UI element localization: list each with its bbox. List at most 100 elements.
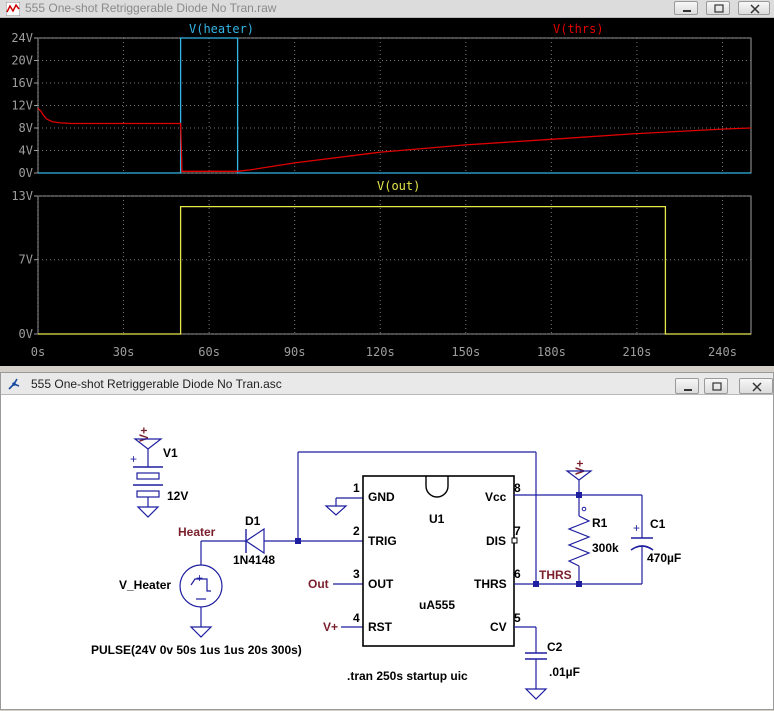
schematic-restore-button[interactable] [704,378,728,394]
pin-2-number: 2 [353,524,360,538]
pin-1-number: 1 [353,481,360,495]
restore-button[interactable] [706,1,730,15]
y-tick-label: 0V [19,327,33,341]
ground-icon [136,506,160,518]
pin-gnd-label: GND [368,490,395,504]
net-label-vplus-rst[interactable]: V+ [323,620,338,634]
v1-name: V1 [163,446,178,460]
x-tick-label: 180s [537,345,566,359]
x-tick-label: 150s [451,345,480,359]
c1-name: C1 [650,517,666,531]
trace-vheater[interactable] [38,37,751,174]
y-tick-label: 7V [19,253,33,267]
c1-capacitor[interactable]: + C1 470µF [630,495,681,584]
v-heater-pulse: PULSE(24V 0v 50s 1us 1us 20s 300s) [91,643,302,657]
pin-5-number: 5 [514,611,521,625]
schematic-close-button[interactable] [739,378,773,394]
pin-out-label: OUT [368,577,394,591]
bottom-pane-traces [38,205,751,335]
pin-3-number: 3 [353,567,360,581]
pin-7-number: 7 [514,524,521,538]
waveform-app-icon [6,2,20,16]
bottom-pane-frame [37,195,752,335]
y-tick-label: 20V [11,54,33,68]
r1-name: R1 [592,516,608,530]
v1-source[interactable]: V+ + V1 12V [130,427,188,518]
waveform-title-bar[interactable]: 555 One-shot Retriggerable Diode No Tran… [0,0,774,18]
top-pane-grid [37,37,751,174]
ground-icon [324,505,348,516]
r1-supply-flag: V+ [573,460,587,475]
pin-8-number: 8 [514,481,521,495]
y-tick-label: 4V [19,144,33,158]
schematic-minimize-button[interactable] [675,378,699,394]
r1-value: 300k [592,541,619,555]
restore-icon [712,382,722,391]
svg-text:+: + [633,521,640,535]
close-icon [750,4,760,14]
x-tick-label: 240s [708,345,737,359]
pin-trig-label: TRIG [368,534,397,548]
x-tick-label: 0s [31,345,45,359]
d1-name: D1 [245,514,261,528]
svg-text:+: + [196,571,203,585]
ground-icon [189,626,213,638]
y-tick-label: 16V [11,76,33,90]
v-heater-source[interactable]: + V_Heater PULSE(24V 0v 50s 1us 1us 20s … [91,541,302,657]
net-label-thrs[interactable]: THRS [539,568,572,582]
net-label-out[interactable]: Out [308,577,329,591]
spice-directive[interactable]: .tran 250s startup uic [347,669,468,683]
x-tick-label: 120s [366,345,395,359]
trace-label-vheater[interactable]: V(heater) [189,22,254,36]
y-tick-label: 8V [19,121,33,135]
x-tick-label: 60s [198,345,220,359]
junction-dot [533,581,539,587]
c1-value: 470µF [647,551,681,565]
close-icon [752,382,762,392]
u1-model: uA555 [419,598,455,612]
close-button[interactable] [738,1,770,15]
x-axis-ticks: 0s 30s 60s 90s 120s 150s 180s 210s 240s [31,345,737,359]
pin-vcc-label: Vcc [485,490,507,504]
schematic-window-title: 555 One-shot Retriggerable Diode No Tran… [31,377,282,391]
x-tick-label: 210s [622,345,651,359]
schematic-canvas[interactable]: V+ + V1 12V Heater D1 1N4148 [1,395,773,711]
pin-thrs-label: THRS [474,577,507,591]
dis-pin-open [511,537,518,544]
pin-4-number: 4 [353,611,360,625]
minimize-icon [683,10,691,12]
trace-vthrs[interactable] [37,107,752,172]
minimize-icon [684,389,692,391]
restore-icon [714,4,724,13]
y-tick-label: 12V [11,99,33,113]
pin-dis-label: DIS [486,534,506,548]
x-tick-label: 90s [284,345,306,359]
v1-supply-flag: V+ [137,427,151,442]
trace-label-vout[interactable]: V(out) [377,179,420,193]
c2-value: .01µF [549,665,580,679]
waveform-window: 555 One-shot Retriggerable Diode No Tran… [0,0,774,366]
c2-name: C2 [547,640,563,654]
schematic-app-icon [8,378,20,390]
pin-rst-label: RST [368,620,393,634]
trace-label-vthrs[interactable]: V(thrs) [553,22,604,36]
u1-555-timer[interactable]: U1 uA555 1 GND 2 TRIG 3 OUT 4 RST 8 Vcc … [353,475,521,647]
net-label-heater[interactable]: Heater [178,525,216,539]
d1-model: 1N4148 [233,553,275,567]
svg-text:+: + [130,452,137,466]
trace-vout[interactable] [38,205,751,335]
u1-name: U1 [429,512,445,526]
waveform-window-title: 555 One-shot Retriggerable Diode No Tran… [25,1,277,15]
c2-capacitor[interactable]: C2 .01µF [524,627,580,700]
y-tick-label: 0V [19,166,33,180]
ground-icon [524,688,548,700]
r1-resistor[interactable]: R1 300k [567,495,619,584]
schematic-title-bar[interactable]: 555 One-shot Retriggerable Diode No Tran… [1,373,773,395]
minimize-button[interactable] [674,1,698,15]
top-pane-traces [37,37,752,174]
x-tick-label: 30s [113,345,135,359]
pin-6-number: 6 [514,567,521,581]
